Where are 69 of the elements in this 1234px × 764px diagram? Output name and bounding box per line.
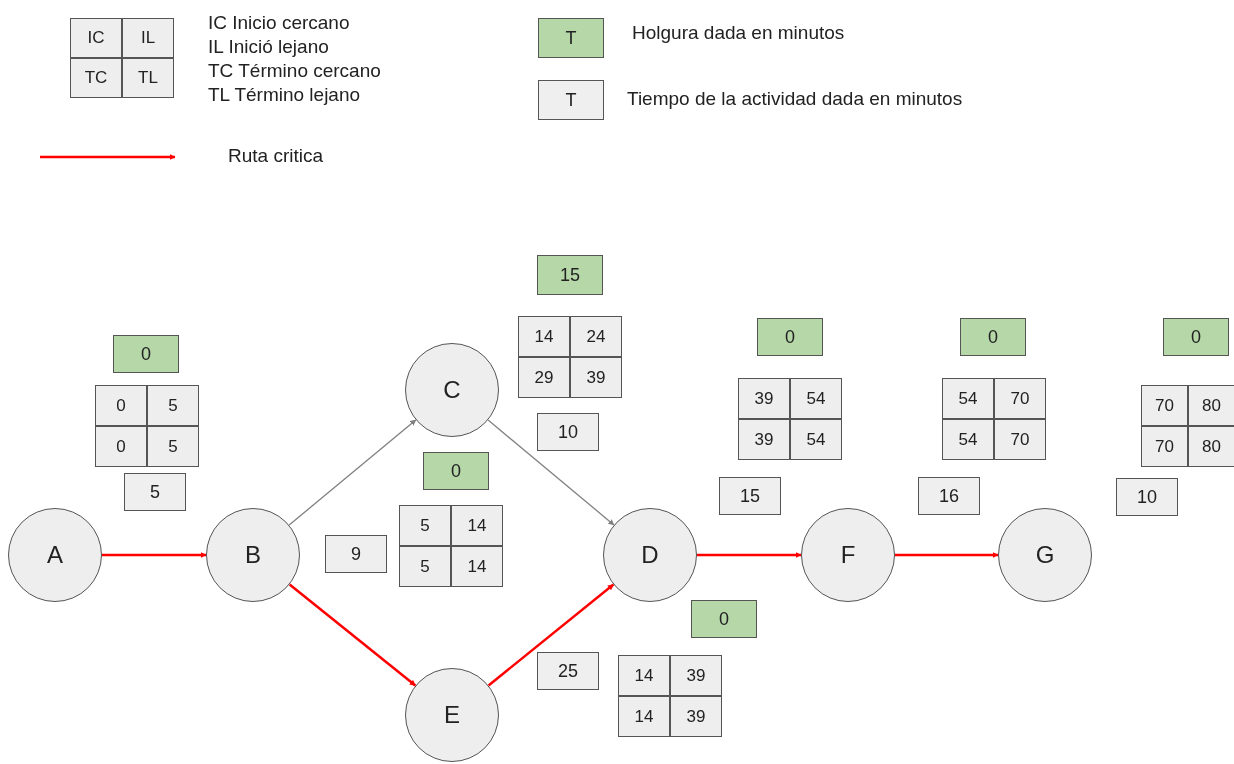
table-cell: 0 [95, 385, 147, 426]
arrow [487, 419, 615, 526]
swatch-letter: T [565, 89, 577, 111]
duration-box: 10 [537, 413, 599, 451]
legend-text: TL Término lejano [208, 84, 361, 106]
activity-circle: G [998, 508, 1092, 602]
table-cell: IL [122, 18, 174, 58]
table-cell: 39 [570, 357, 622, 398]
duration-box: 10 [1116, 478, 1178, 516]
table-cell: 70 [1141, 426, 1188, 467]
activity-circle: D [603, 508, 697, 602]
arrow [288, 583, 417, 687]
table-cell: 80 [1188, 426, 1234, 467]
table-cell: 29 [518, 357, 570, 398]
table-cell: TC [70, 58, 122, 98]
legend-text: Holgura dada en minutos [632, 22, 845, 44]
duration-box: 15 [719, 477, 781, 515]
table-cell: 39 [738, 419, 790, 460]
legend-text: TC Término cercano [208, 60, 381, 82]
table-cell: 39 [670, 655, 722, 696]
swatch-letter: T [565, 27, 577, 49]
table-cell: 14 [518, 316, 570, 357]
arrow [288, 419, 417, 526]
table-cell: 14 [451, 505, 503, 546]
duration-box: 9 [325, 535, 387, 573]
table-cell: 14 [451, 546, 503, 587]
duration-box: 25 [537, 652, 599, 690]
activity-circle: E [405, 668, 499, 762]
slack-box: 0 [960, 318, 1026, 356]
table-cell: 54 [790, 378, 842, 419]
table-cell: TL [122, 58, 174, 98]
legend-text: Ruta critica [228, 145, 324, 167]
activity-circle: B [206, 508, 300, 602]
table-cell: 14 [618, 696, 670, 737]
table-cell: 0 [95, 426, 147, 467]
duration-box: 16 [918, 477, 980, 515]
activity-circle: A [8, 508, 102, 602]
table-cell: 5 [399, 546, 451, 587]
table-cell: 70 [994, 419, 1046, 460]
table-cell: IC [70, 18, 122, 58]
legend-text: IC Inicio cercano [208, 12, 350, 34]
slack-box: 0 [113, 335, 179, 373]
slack-box: 15 [537, 255, 603, 295]
table-cell: 80 [1188, 385, 1234, 426]
table-cell: 39 [670, 696, 722, 737]
activity-circle: C [405, 343, 499, 437]
table-cell: 5 [399, 505, 451, 546]
arrow [102, 552, 207, 558]
slack-box: 0 [757, 318, 823, 356]
table-cell: 54 [790, 419, 842, 460]
table-cell: 14 [618, 655, 670, 696]
slack-box: 0 [691, 600, 757, 638]
table-cell: 5 [147, 426, 199, 467]
legend-text: IL Inició lejano [208, 36, 329, 58]
table-cell: 24 [570, 316, 622, 357]
duration-box: 5 [124, 473, 186, 511]
table-cell: 70 [994, 378, 1046, 419]
arrow [697, 552, 802, 558]
table-cell: 54 [942, 378, 994, 419]
table-cell: 70 [1141, 385, 1188, 426]
activity-circle: F [801, 508, 895, 602]
slack-box: 0 [1163, 318, 1229, 356]
table-cell: 39 [738, 378, 790, 419]
table-cell: 54 [942, 419, 994, 460]
table-cell: 5 [147, 385, 199, 426]
slack-box: 0 [423, 452, 489, 490]
arrow [895, 552, 999, 558]
arrow [487, 583, 615, 687]
legend-text: Tiempo de la actividad dada en minutos [627, 88, 963, 110]
